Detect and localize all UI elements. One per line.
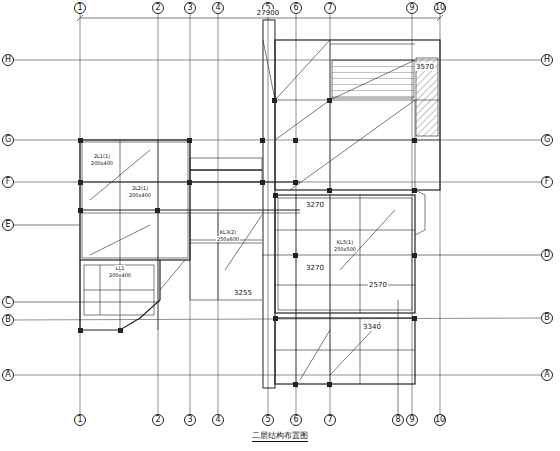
grid-bubble: B <box>2 314 14 326</box>
grid-label: 7 <box>327 416 332 424</box>
grid-line <box>218 14 219 414</box>
grid-label: B <box>5 316 11 324</box>
grid-label: 5 <box>265 416 270 424</box>
grid-bubble: G <box>2 134 14 146</box>
dimension-text: 27900 <box>256 9 280 17</box>
beam-label: 2L1(1) <box>93 153 111 159</box>
beam-label: LL1 <box>115 265 126 271</box>
beam-label: 200x400 <box>90 160 114 166</box>
grid-bubble: 7 <box>324 414 336 426</box>
grid-bubble: E <box>2 219 14 231</box>
grid-bubble: D <box>541 249 553 261</box>
beam-label: KL5(1) <box>336 239 354 245</box>
grid-label: E <box>5 221 10 229</box>
grid-label: G <box>5 136 11 144</box>
grid-label: F <box>545 178 550 186</box>
grid-bubble: 10 <box>434 414 446 426</box>
grid-bubble: 3 <box>184 2 196 14</box>
grid-label: 2 <box>155 416 160 424</box>
beam-label: 2L2(1) <box>131 185 149 191</box>
grid-label: A <box>544 371 549 379</box>
grid-bubble: 9 <box>406 2 418 14</box>
grid-bubble: C <box>2 296 14 308</box>
grid-label: 2 <box>155 4 160 12</box>
grid-bubble: A <box>541 369 553 381</box>
dimension-text: 3270 <box>305 264 325 272</box>
grid-bubble: 3 <box>184 414 196 426</box>
grid-bubble: 2 <box>152 2 164 14</box>
grid-label: 10 <box>435 4 445 12</box>
grid-bubble: 4 <box>212 2 224 14</box>
dimension-text: 3270 <box>305 201 325 209</box>
grid-bubble: 1 <box>74 414 86 426</box>
grid-label: H <box>544 56 550 64</box>
grid-bubble: 4 <box>212 414 224 426</box>
grid-bubble: 10 <box>434 2 446 14</box>
grid-bubble: F <box>2 176 14 188</box>
grid-label: B <box>544 314 550 322</box>
grid-line <box>268 14 269 414</box>
grid-label: 10 <box>435 416 445 424</box>
grid-line <box>14 60 541 61</box>
grid-label: A <box>5 371 10 379</box>
dimension-text: 3340 <box>362 323 382 331</box>
grid-label: 6 <box>293 416 298 424</box>
grid-label: 4 <box>215 4 220 12</box>
grid-bubble: 1 <box>74 2 86 14</box>
grid-label: D <box>544 251 550 259</box>
grid-bubble: 5 <box>262 414 274 426</box>
grid-bubble: F <box>541 176 553 188</box>
grid-line <box>158 14 159 414</box>
grid-label: G <box>544 136 550 144</box>
grid-bubble: 6 <box>290 2 302 14</box>
grid-label: 3 <box>187 4 192 12</box>
beam-label: 250x500 <box>333 246 357 252</box>
grid-bubble: H <box>2 54 14 66</box>
dimension-text: 2570 <box>368 281 388 289</box>
grid-label: F <box>6 178 11 186</box>
grid-label: 9 <box>409 416 414 424</box>
grid-line <box>296 14 297 414</box>
grid-label: 9 <box>409 4 414 12</box>
grid-bubble: 8 <box>392 414 404 426</box>
grid-bubble: 6 <box>290 414 302 426</box>
grid-bubble: H <box>541 54 553 66</box>
grid-label: H <box>5 56 11 64</box>
beam-label: KL3(2) <box>219 229 237 235</box>
grid-label: 3 <box>187 416 192 424</box>
grid-line <box>330 14 331 414</box>
grid-label: C <box>5 298 11 306</box>
grid-bubble: 9 <box>406 414 418 426</box>
grid-label: 6 <box>293 4 298 12</box>
grid-label: 1 <box>77 416 82 424</box>
dimension-text: 3255 <box>233 289 253 297</box>
grid-label: 1 <box>77 4 82 12</box>
drawing-title: 二层结构布置图 <box>252 430 308 442</box>
grid-line <box>14 375 541 376</box>
grid-line <box>14 182 541 183</box>
beam-label: 200x400 <box>128 192 152 198</box>
grid-bubble: 2 <box>152 414 164 426</box>
grid-label: 8 <box>395 416 400 424</box>
dimension-text: 3570 <box>415 63 435 71</box>
grid-label: 4 <box>215 416 220 424</box>
grid-bubble: 7 <box>324 2 336 14</box>
grid-bubble: G <box>541 134 553 146</box>
beam-label: 200x400 <box>108 272 132 278</box>
grid-bubble: A <box>2 369 14 381</box>
grid-bubble: B <box>541 312 553 324</box>
grid-label: 7 <box>327 4 332 12</box>
beam-label: 250x600 <box>216 236 240 242</box>
